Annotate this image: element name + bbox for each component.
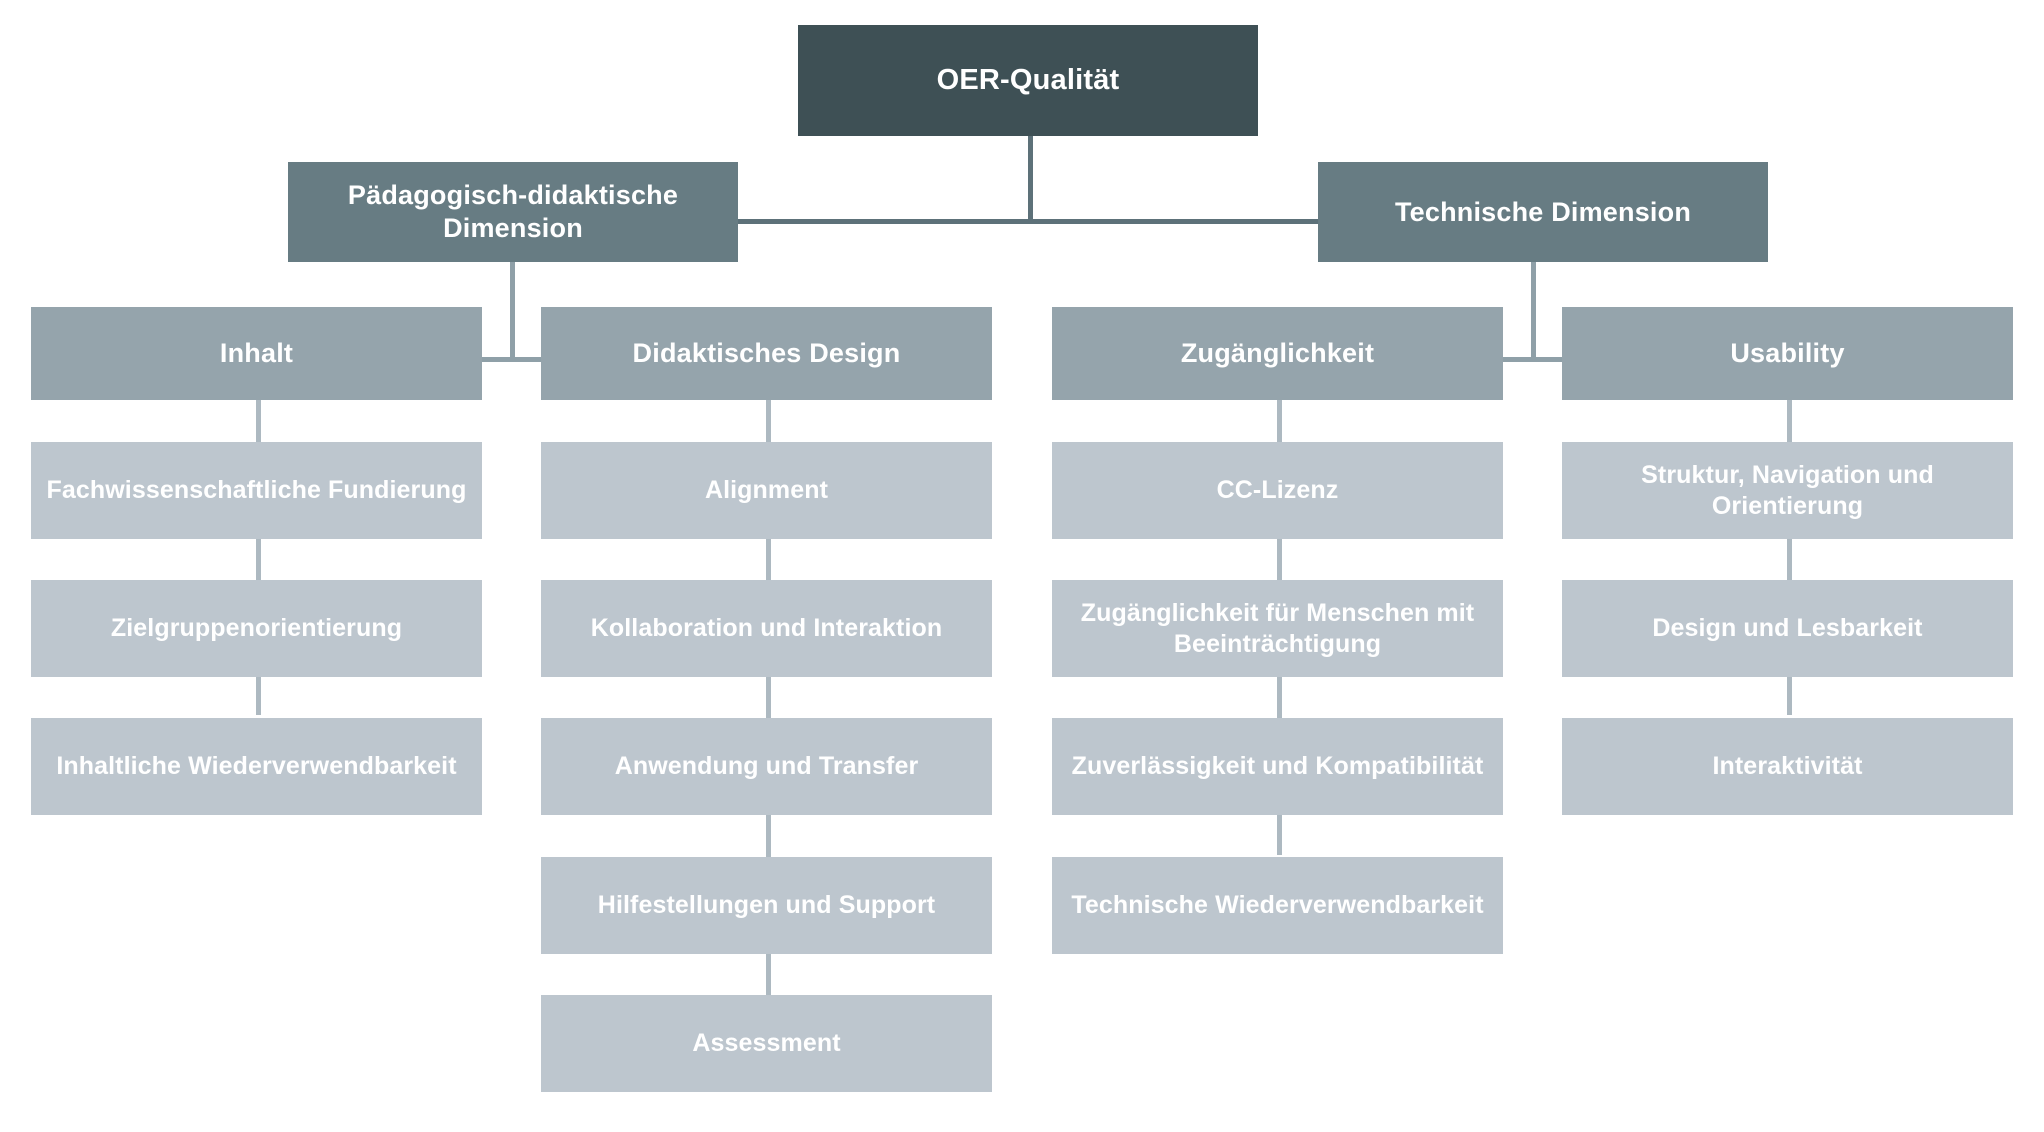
node-criterion-cc-lizenz[interactable]: CC-Lizenz — [1052, 442, 1503, 539]
node-criterion-zugaenglichkeit-fuer-menschen-mit-beeintraechtigung[interactable]: Zugänglichkeit für Menschen mit Beeinträ… — [1052, 580, 1503, 677]
connector-right-dimension-trunk — [1531, 262, 1536, 360]
node-criterion-anwendung-und-transfer[interactable]: Anwendung und Transfer — [541, 718, 992, 815]
node-dimension-technisch[interactable]: Technische Dimension — [1318, 162, 1768, 262]
node-criterion-assessment[interactable]: Assessment — [541, 995, 992, 1092]
connector-column-inhalt — [256, 400, 261, 715]
node-criterion-interaktivitaet[interactable]: Interaktivität — [1562, 718, 2013, 815]
node-criterion-fachwissenschaftliche-fundierung[interactable]: Fachwissenschaftliche Fundierung — [31, 442, 482, 539]
node-category-zugaenglichkeit[interactable]: Zugänglichkeit — [1052, 307, 1503, 400]
node-criterion-zuverlaessigkeit-und-kompatibilitaet[interactable]: Zuverlässigkeit und Kompatibilität — [1052, 718, 1503, 815]
node-criterion-technische-wiederverwendbarkeit[interactable]: Technische Wiederverwendbarkeit — [1052, 857, 1503, 954]
node-criterion-design-und-lesbarkeit[interactable]: Design und Lesbarkeit — [1562, 580, 2013, 677]
node-criterion-kollaboration-und-interaktion[interactable]: Kollaboration und Interaktion — [541, 580, 992, 677]
connector-column-usability — [1787, 400, 1792, 715]
connector-right-category-bus — [1277, 357, 1787, 362]
node-category-usability[interactable]: Usability — [1562, 307, 2013, 400]
connector-left-dimension-trunk — [510, 262, 515, 360]
node-criterion-alignment[interactable]: Alignment — [541, 442, 992, 539]
node-root-oer-qualitaet[interactable]: OER-Qualität — [798, 25, 1258, 136]
connector-root-trunk — [1028, 136, 1033, 222]
node-criterion-struktur-navigation-und-orientierung[interactable]: Struktur, Navigation und Orientierung — [1562, 442, 2013, 539]
node-category-didaktisches-design[interactable]: Didaktisches Design — [541, 307, 992, 400]
node-dimension-paedagogisch-didaktisch[interactable]: Pädagogisch-didaktische Dimension — [288, 162, 738, 262]
node-criterion-hilfestellungen-und-support[interactable]: Hilfestellungen und Support — [541, 857, 992, 954]
node-criterion-zielgruppenorientierung[interactable]: Zielgruppenorientierung — [31, 580, 482, 677]
node-category-inhalt[interactable]: Inhalt — [31, 307, 482, 400]
connector-column-didaktisches-design — [766, 400, 771, 995]
node-criterion-inhaltliche-wiederverwendbarkeit[interactable]: Inhaltliche Wiederverwendbarkeit — [31, 718, 482, 815]
connector-left-category-bus — [256, 357, 766, 362]
connector-level2-bus — [738, 219, 1318, 224]
